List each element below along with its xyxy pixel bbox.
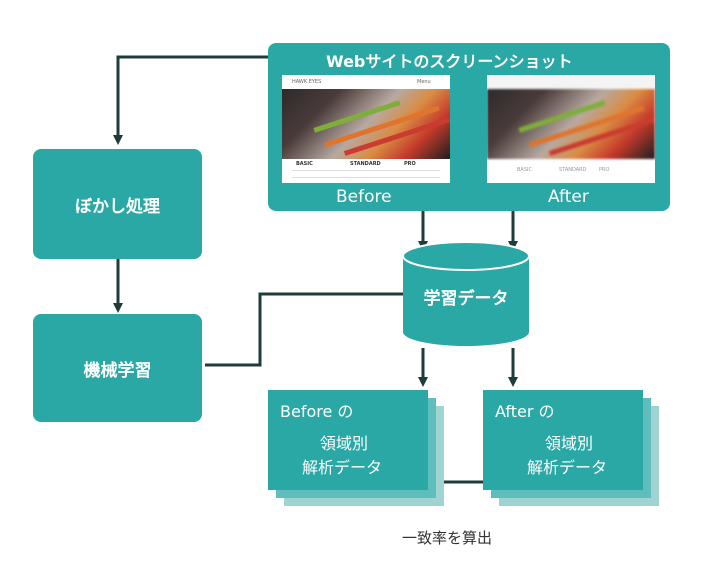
plan-basic-blurred: BASIC xyxy=(517,167,532,173)
plan-standard: STANDARD xyxy=(350,161,381,167)
before-analysis-title: Before の xyxy=(280,402,354,421)
site-name: HAWK EYES xyxy=(292,79,322,85)
after-analysis-card: After の 領域別 解析データ xyxy=(483,390,643,490)
match-rate-label: 一致率を算出 xyxy=(402,529,493,547)
learning-data-label: 学習データ xyxy=(423,289,509,309)
after-analysis-title: After の xyxy=(495,402,555,421)
machine-learning-box: 機械学習 xyxy=(33,314,202,422)
connector-ml-to-db xyxy=(205,292,405,367)
before-analysis-line2: 解析データ xyxy=(302,458,383,477)
screenshot-panel-title: Webサイトのスクリーンショット xyxy=(326,52,573,71)
after-analysis-line1: 領域別 xyxy=(545,434,594,453)
blur-process-label: ぼかし処理 xyxy=(75,196,160,217)
site-nav: Menu xyxy=(417,79,431,85)
site-header: HAWK EYES Menu xyxy=(282,75,450,89)
before-analysis-card: Before の 領域別 解析データ xyxy=(268,390,428,490)
blur-process-box: ぼかし処理 xyxy=(33,149,202,259)
before-caption: Before xyxy=(336,187,392,207)
before-analysis-stack: Before の 領域別 解析データ xyxy=(268,390,444,506)
hero-image-blurred xyxy=(487,89,655,159)
plan-pro: PRO xyxy=(404,161,416,167)
plan-standard-blurred: STANDARD xyxy=(559,167,587,173)
after-analysis-line2: 解析データ xyxy=(527,458,608,477)
before-analysis-line1: 領域別 xyxy=(320,434,369,453)
hero-image xyxy=(282,89,450,159)
machine-learning-label: 機械学習 xyxy=(83,360,152,381)
plan-pro-blurred: PRO xyxy=(599,167,610,173)
learning-data-cylinder xyxy=(402,241,530,346)
screenshot-panel: Webサイトのスクリーンショット HAWK EYES Menu BASIC ST… xyxy=(268,43,670,211)
after-screenshot: BASIC STANDARD PRO xyxy=(487,75,655,183)
site-header-blurred xyxy=(487,75,655,89)
before-screenshot: HAWK EYES Menu BASIC STANDARD PRO xyxy=(282,75,450,183)
after-analysis-stack: After の 領域別 解析データ xyxy=(483,390,659,506)
connector-title-to-blur xyxy=(113,55,330,145)
after-caption: After xyxy=(548,187,589,207)
plan-basic: BASIC xyxy=(296,161,313,167)
